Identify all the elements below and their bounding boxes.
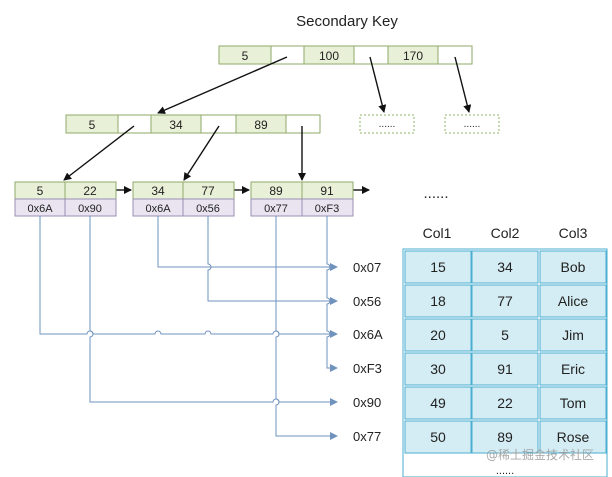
leaf-address: 0x6A [27,203,53,215]
placeholder-nodes: ...... ...... [359,114,500,134]
table-cell [539,250,607,284]
table-cell-text: Eric [561,361,585,377]
table-cell-text: 89 [497,429,513,445]
leaf-key: 89 [269,184,283,198]
table-cell-text: 15 [430,259,446,275]
pointer-lines [39,216,338,440]
table-header: Col2 [491,225,520,241]
placeholder-node [359,114,415,134]
leaf-address: 0x90 [78,203,102,215]
internal-key: 34 [169,118,183,132]
table-cell-text: 49 [430,395,446,411]
internal-key: 5 [89,118,96,132]
table-cell [471,318,539,352]
table-cell-text: Rose [557,429,590,445]
leaf-key: 22 [83,184,97,198]
tree-arrow [454,56,472,113]
pointer-line [157,216,338,271]
table-cell-text: 34 [497,259,513,275]
leaf-node: 34 77 0x6A 0x56 [132,181,235,217]
diagram-title: Secondary Key [296,13,398,30]
root-key: 170 [403,49,423,63]
internal-key: 89 [254,118,268,132]
table-cell [471,420,539,454]
table-cell [539,352,607,386]
table-cell [404,420,472,454]
leaf-ellipsis: ...... [423,185,448,202]
table-cell-text: Tom [560,395,586,411]
table-cell-text: Bob [561,259,586,275]
table-cell [404,352,472,386]
table-cell-text: Jim [562,327,584,343]
table-cell-text: 5 [501,327,509,343]
leaf-key: 5 [37,184,44,198]
root-node-pointer-slot [437,45,473,65]
row-address: 0x07 [353,260,381,275]
row-address: 0x77 [353,429,381,444]
table-cell [539,420,607,454]
root-node: 5 100 170 [218,45,473,65]
table-cell-text: 91 [497,361,513,377]
table-cell [471,386,539,420]
pointer-line [207,216,338,305]
internal-node-pointer-slot [200,114,237,134]
internal-node-pointer-slot [285,114,321,134]
table-cells: 15 34 Bob 18 77 Alice 20 5 Jim 30 91 Eric 49 22 Tom 50 8… [404,250,607,454]
tree-arrow [157,56,288,114]
table-cell [539,318,607,352]
table-cell-text: 20 [430,327,446,343]
leaf-address: 0x6A [145,203,171,215]
table-cell-text: 22 [497,395,513,411]
leaf-key: 77 [201,184,215,198]
table-cell-text: 30 [430,361,446,377]
table-cell-text: 77 [497,293,513,309]
table-cell [404,318,472,352]
watermark: @稀土掘金技术社区 [486,447,594,462]
tree-arrow [63,125,135,181]
pointer-line [326,216,338,372]
leaf-key: 34 [151,184,165,198]
table-cell [471,352,539,386]
pointer-line [275,216,338,440]
tree-arrow [369,56,387,113]
tree-arrow [183,125,220,181]
table-header: Col1 [423,225,452,241]
table-cell-text: 18 [430,293,446,309]
leaf-address: 0x77 [264,203,288,215]
table-cell [471,284,539,318]
table-header: Col3 [559,225,588,241]
leaf-address: 0xF3 [315,203,339,215]
placeholder-node [444,114,500,134]
table-cell [539,284,607,318]
table-cell-text: 50 [430,429,446,445]
internal-node: 5 34 89 [65,114,321,134]
table-cell [404,284,472,318]
leaf-address: 0x56 [196,203,220,215]
table-cell-text: Alice [558,293,589,309]
data-table: Col1 Col2 Col3 15 34 Bob 18 77 Alice 20 5 Jim 30 9… [402,225,608,477]
table-cell [539,386,607,420]
table-cell [404,386,472,420]
table-cell [471,250,539,284]
table-ellipsis: ...... [496,465,514,477]
placeholder-ellipsis: ...... [379,119,396,130]
leaf-node: 89 91 0x77 0xF3 [250,181,354,217]
pointer-line [39,216,338,338]
internal-node-pointer-slot [117,114,152,134]
table-cell [404,250,472,284]
row-address: 0x90 [353,395,381,410]
pointer-line [89,216,338,406]
placeholder-ellipsis: ...... [464,119,481,130]
row-address: 0x56 [353,294,381,309]
tree-arrows [63,56,472,194]
root-key: 5 [242,49,249,63]
root-key: 100 [319,49,339,63]
row-address: 0x6A [353,327,383,342]
row-addresses: 0x07 0x56 0x6A 0xF3 0x90 0x77 [353,260,383,444]
leaf-node: 5 22 0x6A 0x90 [14,181,117,217]
leaf-key: 91 [320,184,334,198]
row-address: 0xF3 [353,361,382,376]
